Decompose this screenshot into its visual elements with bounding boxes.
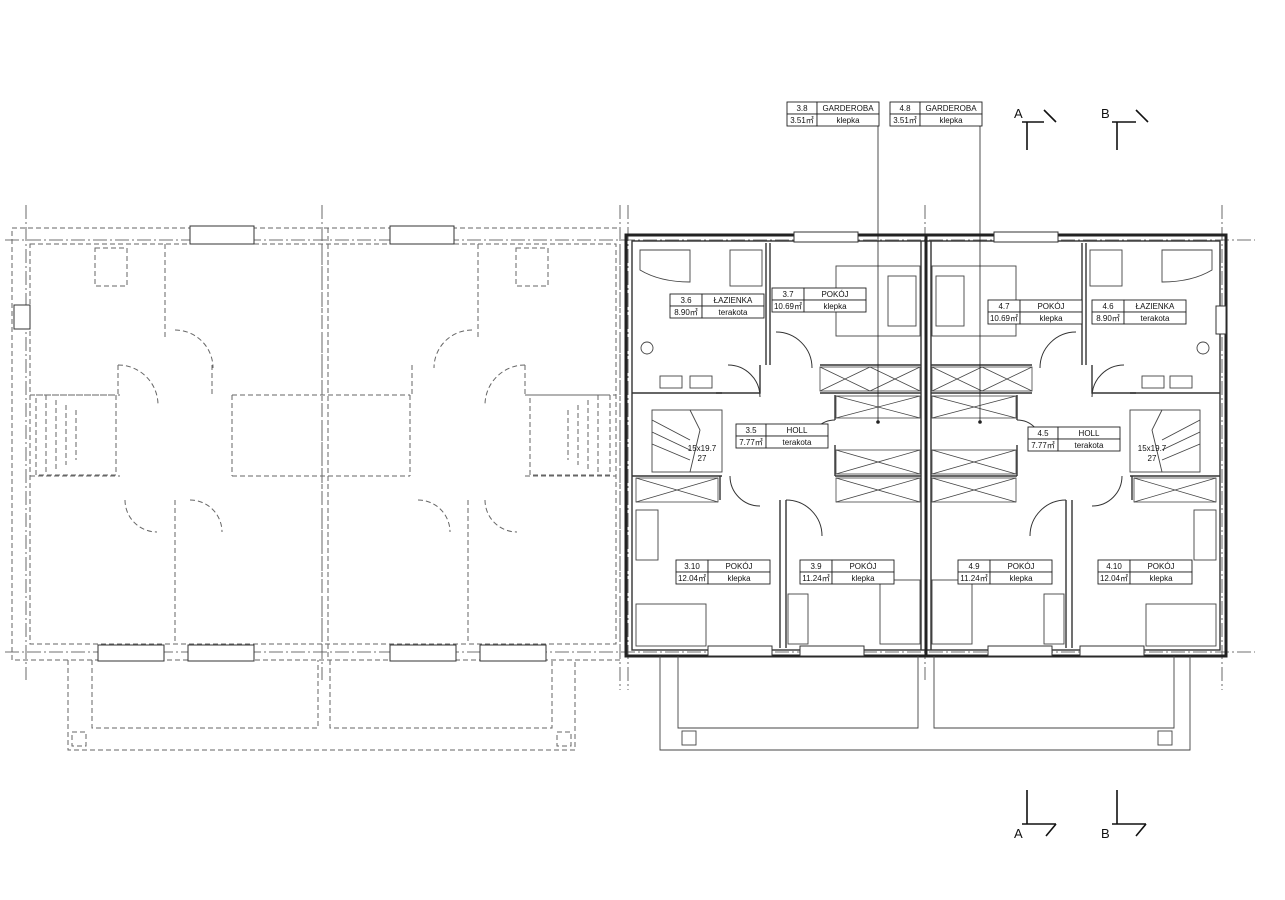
room-label-4-5: 4.5 HOLL 7.77㎡ terakota (1027, 426, 1121, 452)
windows (707, 231, 1227, 657)
room-area: 7.77㎡ (739, 438, 763, 447)
room-name: ŁAZIENKA (714, 296, 753, 305)
room-number: 4.6 (1102, 302, 1114, 311)
room-area: 8.90㎡ (1096, 314, 1120, 323)
room-floor: klepka (939, 116, 963, 125)
room-area: 7.77㎡ (1031, 441, 1055, 450)
stair-count-left: 27 (698, 454, 707, 463)
room-label-3-9: 3.9 POKÓJ 11.24㎡ klepka (799, 559, 895, 585)
stair-size-left: 15x19.7 (688, 444, 717, 453)
terrace (659, 656, 1191, 751)
room-label-4-10: 4.10 POKÓJ 12.04㎡ klepka (1097, 559, 1193, 585)
room-number: 3.10 (684, 562, 700, 571)
room-name: POKÓJ (821, 290, 848, 299)
room-number: 4.9 (968, 562, 980, 571)
room-area: 10.69㎡ (774, 302, 802, 311)
room-floor: terakota (1075, 441, 1104, 450)
room-name: HOLL (1079, 429, 1100, 438)
room-name: POKÓJ (849, 562, 876, 571)
room-floor: klepka (836, 116, 860, 125)
room-label-4-9: 4.9 POKÓJ 11.24㎡ klepka (957, 559, 1053, 585)
section-b-top: B (1101, 106, 1110, 121)
room-label-3-8: 3.8 GARDEROBA 3.51㎡ klepka (786, 101, 880, 127)
room-number: 4.8 (899, 104, 911, 113)
room-name: ŁAZIENKA (1136, 302, 1175, 311)
stair-count-right: 27 (1148, 454, 1157, 463)
room-label-3-10: 3.10 POKÓJ 12.04㎡ klepka (675, 559, 771, 585)
room-labels: 3.6 ŁAZIENKA 8.90㎡ terakota 3.7 POKÓJ 10… (669, 101, 1193, 585)
room-floor: terakota (783, 438, 812, 447)
room-number: 4.10 (1106, 562, 1122, 571)
room-floor: terakota (719, 308, 748, 317)
room-name: POKÓJ (1007, 562, 1034, 571)
room-floor: klepka (851, 574, 875, 583)
bathroom-fixtures (639, 249, 1213, 389)
section-markers: A B A B (1014, 106, 1149, 841)
room-number: 3.7 (782, 290, 794, 299)
room-area: 11.24㎡ (802, 574, 829, 583)
room-floor: klepka (1009, 574, 1033, 583)
room-number: 3.5 (745, 426, 757, 435)
room-name: GARDEROBA (822, 104, 874, 113)
room-floor: klepka (1149, 574, 1173, 583)
room-label-3-5: 3.5 HOLL 7.77㎡ terakota (735, 423, 829, 449)
section-a-top: A (1014, 106, 1023, 121)
room-number: 3.6 (680, 296, 692, 305)
room-label-3-6: 3.6 ŁAZIENKA 8.90㎡ terakota (669, 293, 765, 319)
room-area: 3.51㎡ (790, 116, 814, 125)
room-number: 4.7 (998, 302, 1010, 311)
room-label-3-7: 3.7 POKÓJ 10.69㎡ klepka (771, 287, 867, 313)
room-name: GARDEROBA (925, 104, 977, 113)
upper-ghost-plan (11, 225, 621, 751)
room-name: POKÓJ (1037, 302, 1064, 311)
room-number: 3.8 (796, 104, 808, 113)
room-area: 11.24㎡ (960, 574, 987, 583)
room-area: 10.69㎡ (990, 314, 1018, 323)
room-label-4-8: 4.8 GARDEROBA 3.51㎡ klepka (889, 101, 983, 127)
section-a-bottom: A (1014, 826, 1023, 841)
room-floor: klepka (1039, 314, 1063, 323)
room-floor: terakota (1141, 314, 1170, 323)
room-label-4-6: 4.6 ŁAZIENKA 8.90㎡ terakota (1091, 299, 1187, 325)
room-area: 8.90㎡ (674, 308, 698, 317)
stair-labels: 15x19.7 27 15x19.7 27 (688, 444, 1167, 463)
room-number: 4.5 (1037, 429, 1049, 438)
detailed-plan (624, 126, 1228, 751)
room-number: 3.9 (810, 562, 822, 571)
room-floor: klepka (823, 302, 847, 311)
room-name: POKÓJ (725, 562, 752, 571)
room-area: 12.04㎡ (678, 574, 706, 583)
stairs (651, 409, 1201, 473)
room-area: 12.04㎡ (1100, 574, 1128, 583)
room-floor: klepka (727, 574, 751, 583)
room-name: HOLL (787, 426, 808, 435)
room-label-4-7: 4.7 POKÓJ 10.69㎡ klepka (987, 299, 1083, 325)
room-area: 3.51㎡ (893, 116, 917, 125)
section-b-bottom: B (1101, 826, 1110, 841)
room-name: POKÓJ (1147, 562, 1174, 571)
stair-size-right: 15x19.7 (1138, 444, 1167, 453)
